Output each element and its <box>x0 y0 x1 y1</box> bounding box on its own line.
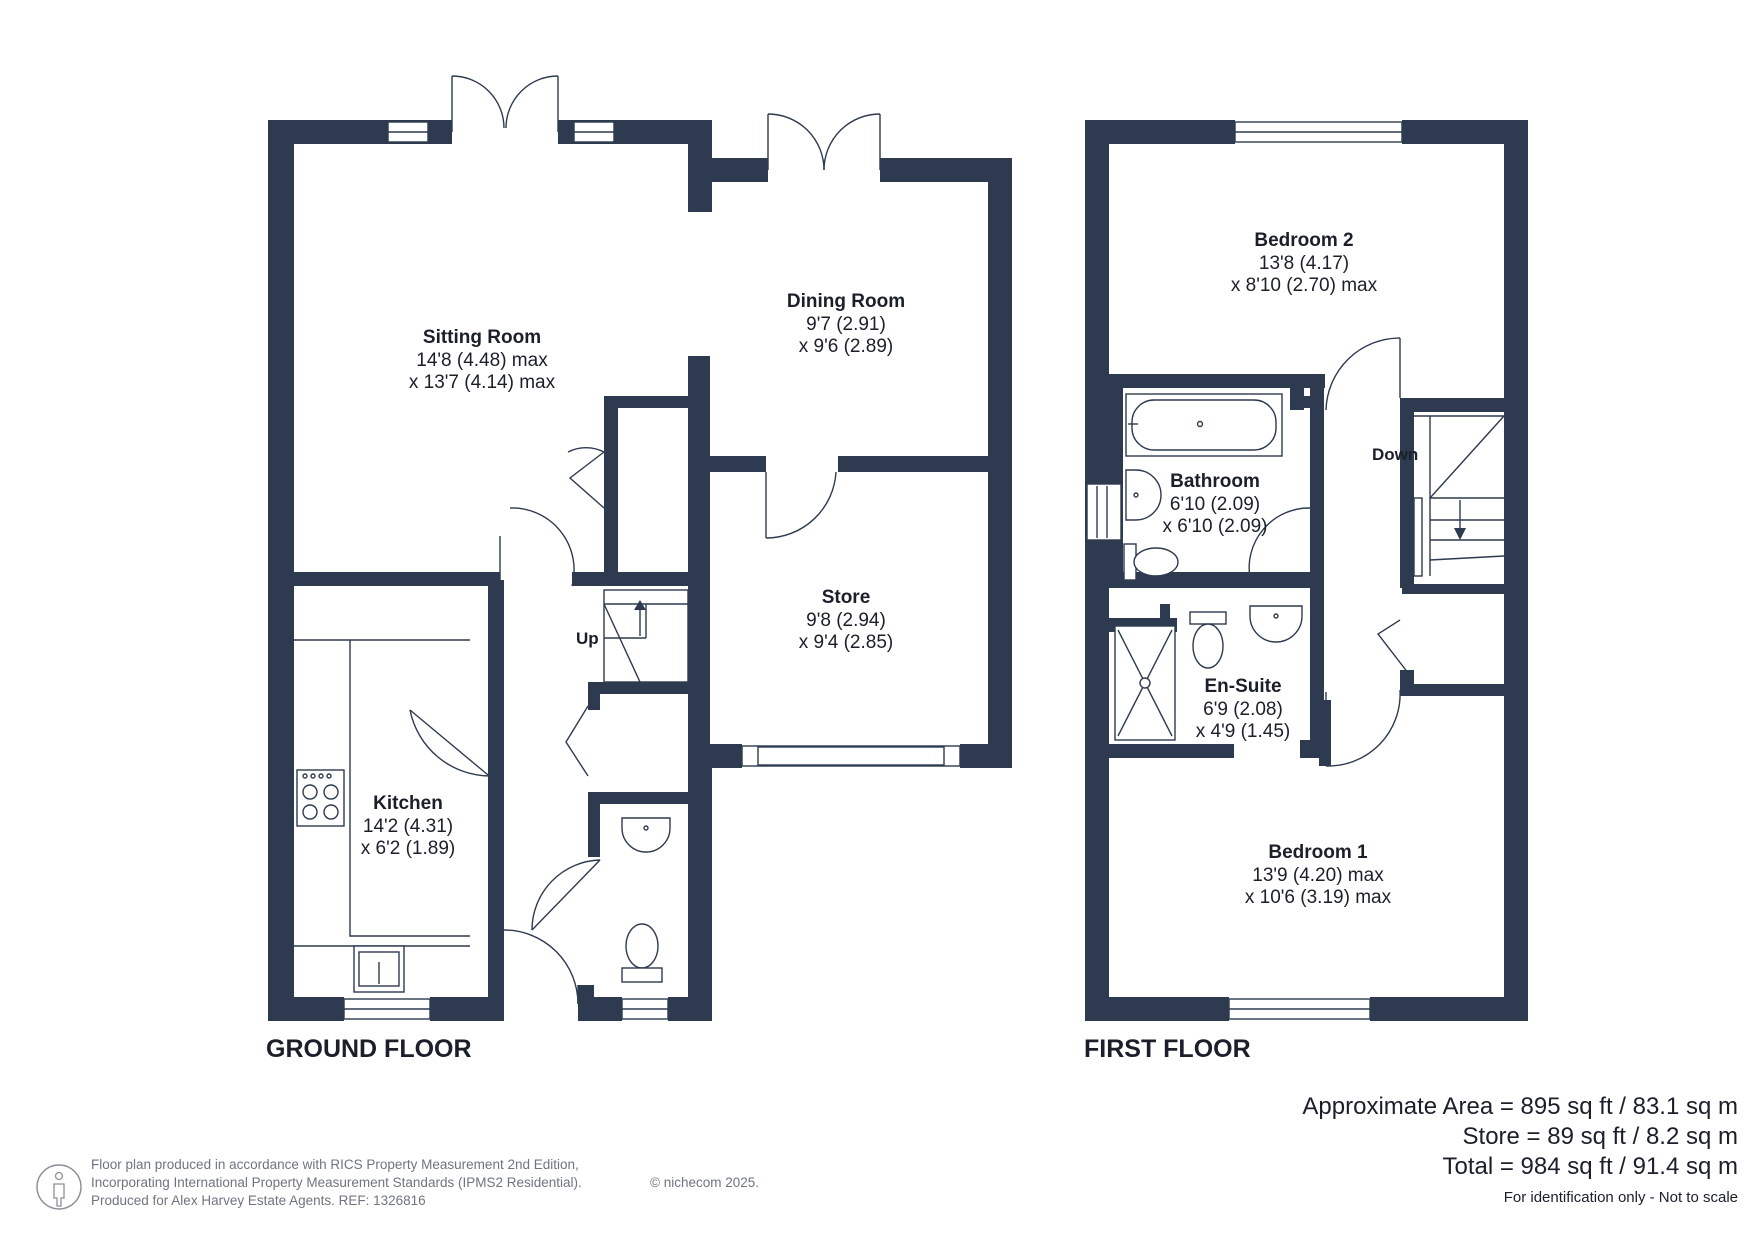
basin-icon <box>621 817 671 853</box>
bath-icon <box>1125 393 1283 457</box>
bathroom-name: Bathroom <box>1170 471 1260 492</box>
hob-icon <box>296 769 345 827</box>
footer-line-2: Incorporating International Property Mea… <box>91 1175 582 1190</box>
kitchen-dim1: 14'2 (4.31) <box>363 816 453 837</box>
bedroom-2-dim1: 13'8 (4.17) <box>1259 253 1349 274</box>
store-dim1: 9'8 (2.94) <box>806 610 886 631</box>
bedroom-2-dim2: x 8'10 (2.70) max <box>1231 275 1378 296</box>
first-floor-label: FIRST FLOOR <box>1084 1035 1251 1063</box>
en-suite-name: En-Suite <box>1204 676 1281 697</box>
bathroom-dim1: 6'10 (2.09) <box>1170 494 1260 515</box>
shower-icon <box>1114 625 1176 741</box>
en-suite-dim2: x 4'9 (1.45) <box>1196 721 1290 742</box>
footer-copyright: © nichecom 2025. <box>650 1175 760 1190</box>
person-info-icon <box>36 1164 82 1210</box>
footer-line-3: Produced for Alex Harvey Estate Agents. … <box>91 1193 426 1208</box>
toilet-icon <box>621 923 663 983</box>
sitting-room-name: Sitting Room <box>423 327 541 348</box>
store-dim2: x 9'4 (2.85) <box>799 632 893 653</box>
ground-floor-label: GROUND FLOOR <box>266 1035 472 1063</box>
stair-arrow-icon <box>1413 415 1505 577</box>
dining-room-dim2: x 9'6 (2.89) <box>799 336 893 357</box>
stair-down-label: Down <box>1372 445 1418 464</box>
ground-floor-plan: Sitting Room 14'8 (4.48) max x 13'7 (4.1… <box>266 75 1012 1063</box>
disclaimer: For identification only - Not to scale <box>1503 1189 1738 1206</box>
store-name: Store <box>822 587 871 608</box>
kitchen-name: Kitchen <box>373 793 443 814</box>
stair-up-label: Up <box>576 629 599 648</box>
bathroom-dim2: x 6'10 (2.09) <box>1162 516 1267 537</box>
bedroom-1-dim2: x 10'6 (3.19) max <box>1245 887 1392 908</box>
bedroom-1-dim1: 13'9 (4.20) max <box>1252 865 1384 886</box>
stair-arrow-icon <box>603 589 689 683</box>
sitting-room-dim2: x 13'7 (4.14) max <box>409 372 556 393</box>
toilet-icon <box>1123 543 1179 581</box>
first-floor-plan: Bedroom 2 13'8 (4.17) x 8'10 (2.70) max … <box>1084 120 1528 1063</box>
dining-room-name: Dining Room <box>787 291 905 312</box>
sink-icon <box>353 945 405 993</box>
store-area: Store = 89 sq ft / 8.2 sq m <box>1462 1123 1738 1150</box>
en-suite-dim1: 6'9 (2.08) <box>1203 699 1283 720</box>
dining-room-dim1: 9'7 (2.91) <box>806 314 886 335</box>
approximate-area: Approximate Area = 895 sq ft / 83.1 sq m <box>1302 1093 1738 1120</box>
basin-icon <box>1249 605 1303 643</box>
toilet-icon <box>1189 611 1227 669</box>
sitting-room-dim1: 14'8 (4.48) max <box>416 350 548 371</box>
footer-line-1: Floor plan produced in accordance with R… <box>91 1157 579 1172</box>
kitchen-dim2: x 6'2 (1.89) <box>361 838 455 859</box>
basin-icon <box>1125 469 1162 521</box>
bedroom-2-name: Bedroom 2 <box>1254 230 1353 251</box>
bedroom-1-name: Bedroom 1 <box>1268 842 1368 863</box>
total-area: Total = 984 sq ft / 91.4 sq m <box>1442 1153 1739 1180</box>
